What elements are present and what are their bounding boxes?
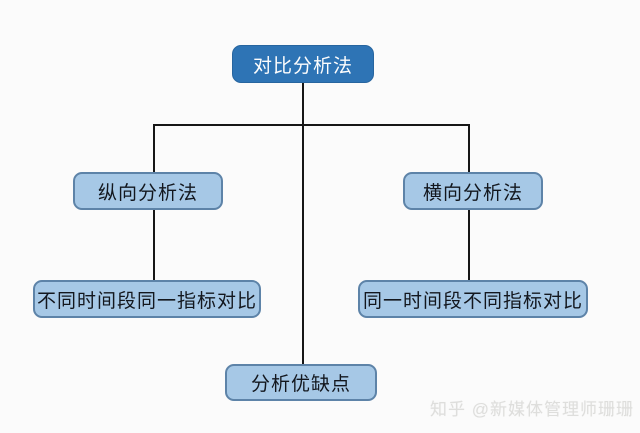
node-vertical-analysis: 纵向分析法 (73, 172, 223, 210)
node-horizontal-analysis: 横向分析法 (403, 172, 543, 210)
node-different-indicators-same-period: 同一时间段不同指标对比 (358, 280, 588, 318)
node-label: 同一时间段不同指标对比 (362, 290, 583, 312)
zhihu-watermark: 知乎 @新媒体管理师珊珊 (430, 400, 634, 419)
node-label: 分析优缺点 (250, 374, 351, 395)
node-label: 对比分析法 (252, 55, 353, 77)
connector-bar-to-right-branch (468, 124, 470, 173)
connector-root-to-bottom (302, 83, 304, 365)
connector-right-branch-to-leaf (468, 209, 470, 281)
node-label: 纵向分析法 (97, 182, 198, 204)
node-label: 不同时间段同一指标对比 (36, 290, 257, 312)
connector-left-branch-to-leaf (153, 209, 155, 281)
connector-horizontal-bar (153, 124, 470, 126)
node-label: 横向分析法 (422, 182, 523, 204)
node-comparative-analysis-root: 对比分析法 (232, 45, 374, 83)
connector-bar-to-left-branch (153, 124, 155, 173)
node-same-indicator-different-periods: 不同时间段同一指标对比 (33, 280, 261, 318)
node-analyze-pros-cons: 分析优缺点 (225, 364, 377, 401)
